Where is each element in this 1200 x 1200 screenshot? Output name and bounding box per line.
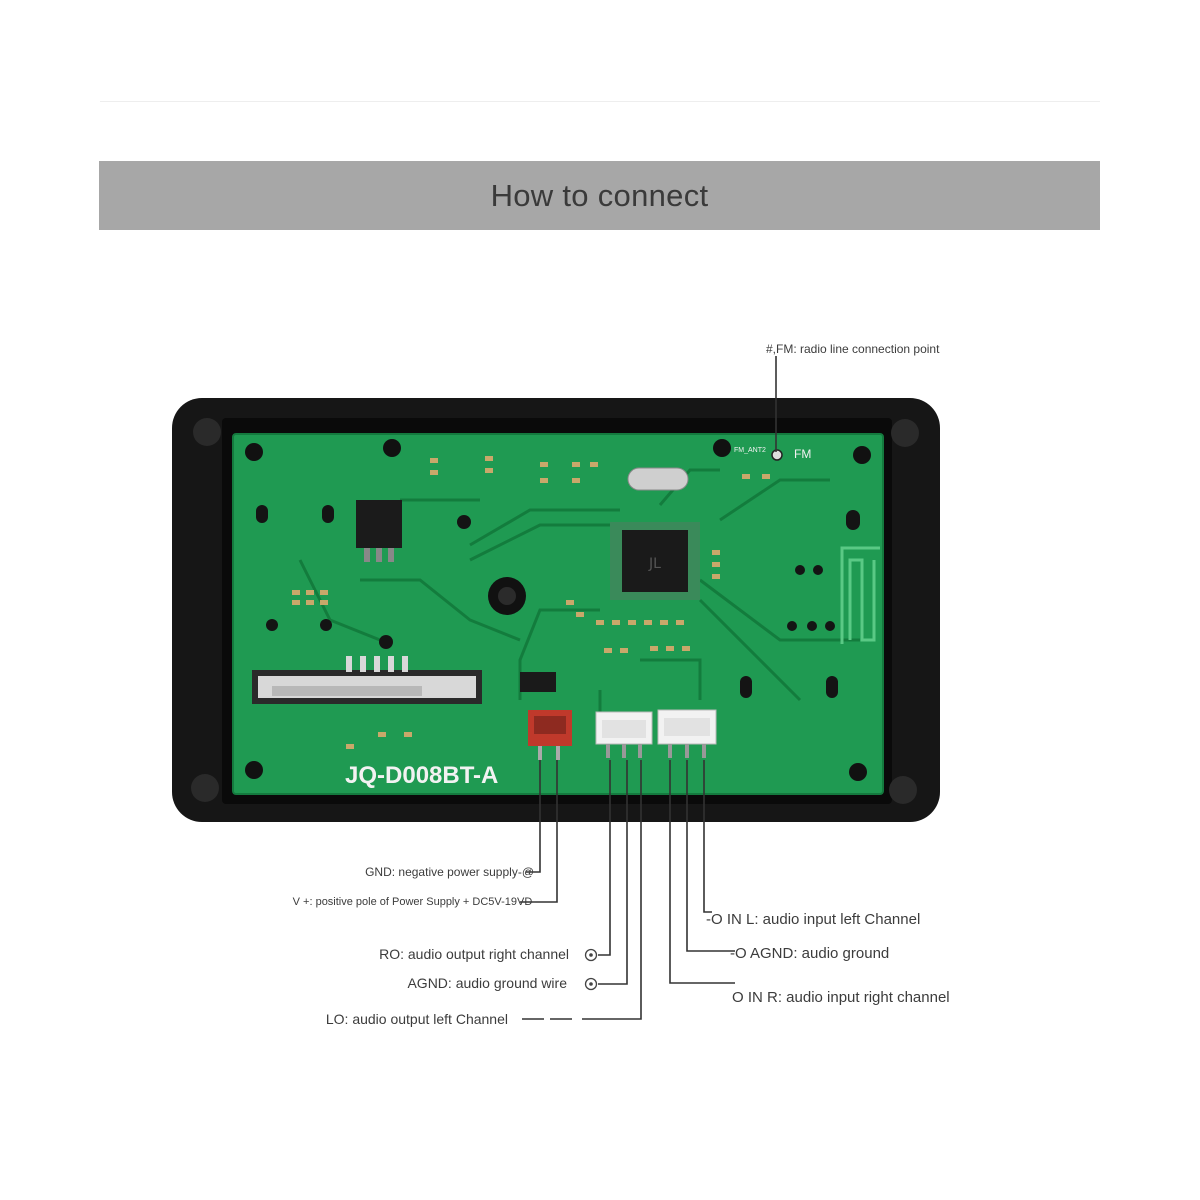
terminal-markers <box>584 948 598 991</box>
pcb-screw <box>853 446 871 464</box>
agnd-out-leader-line <box>598 760 628 985</box>
electrolytic-capacitor <box>488 577 526 615</box>
power-connector <box>528 710 572 760</box>
vplus-callout: V +: positive pole of Power Supply + DC5… <box>293 896 537 908</box>
fm-callout: #,FM: radio line connection point <box>766 342 940 356</box>
agnd-in-leader-line <box>686 760 735 952</box>
fm-antenna-pad <box>771 449 783 461</box>
fm-marking: FM <box>794 447 811 461</box>
tf-card-slot <box>252 656 482 704</box>
ro-callout: RO: audio output right channel <box>379 946 569 962</box>
in-l-callout: -O IN L: audio input left Channel <box>706 911 920 928</box>
crystal-oscillator <box>627 467 689 491</box>
agnd-out-callout: AGND: audio ground wire <box>407 975 567 991</box>
case-screw-hole <box>193 418 221 446</box>
gnd-leader-line <box>526 760 541 873</box>
leader-lines <box>520 356 777 1020</box>
diode <box>520 672 556 692</box>
fm-pad-marking: FM_ANT2 <box>734 447 766 454</box>
audio-input-connector <box>657 709 717 758</box>
case-screw-hole <box>891 419 919 447</box>
pcb-screw <box>849 763 867 781</box>
lo-leader-line <box>582 760 642 1020</box>
audio-output-connector <box>595 711 653 758</box>
in-l-leader-line <box>703 760 712 913</box>
main-chip: JL <box>610 522 700 600</box>
smd-components <box>292 456 770 749</box>
gnd-callout: GND: negative power supply-@ <box>365 865 534 879</box>
pcb-screw <box>245 761 263 779</box>
title-bar: How to connect <box>99 161 1100 230</box>
agnd-in-callout: -O AGND: audio ground <box>730 945 889 962</box>
test-pads <box>256 505 860 698</box>
pcb-board: JL <box>232 433 884 795</box>
board-model-label: JQ-D008BT-A <box>345 762 498 789</box>
pcb-screw <box>245 443 263 461</box>
ro-leader-line <box>598 760 611 956</box>
case-screw-hole <box>889 776 917 804</box>
in-r-callout: O IN R: audio input right channel <box>732 989 950 1006</box>
bluetooth-antenna <box>840 546 880 644</box>
in-r-leader-line <box>669 760 735 984</box>
voltage-regulator <box>356 500 402 562</box>
top-divider <box>100 101 1100 102</box>
pcb-traces <box>298 468 860 720</box>
case-screw-hole <box>191 774 219 802</box>
svg-text:JL: JL <box>648 556 661 572</box>
page-title: How to connect <box>490 177 709 213</box>
lo-callout: LO: audio output left Channel <box>326 1011 508 1027</box>
vplus-leader-line <box>520 760 558 903</box>
